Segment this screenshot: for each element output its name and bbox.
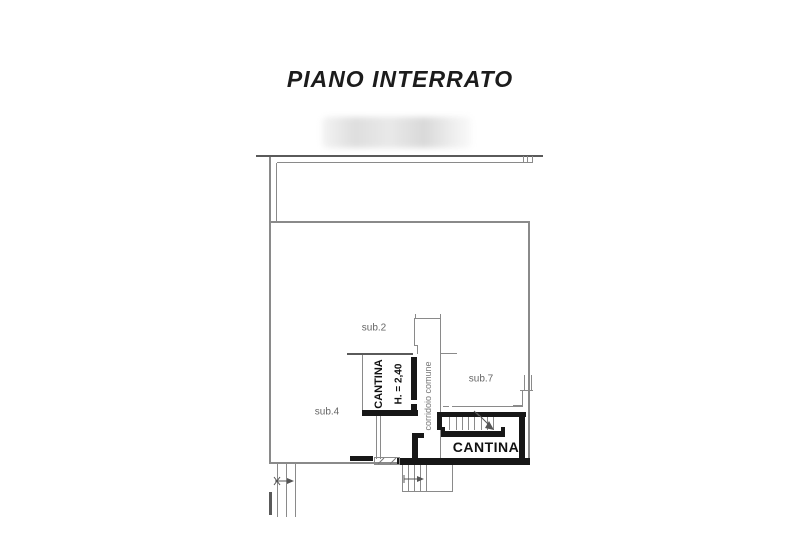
watermark-blur: [322, 117, 472, 148]
corridor-right-line: [440, 318, 441, 458]
cellar-left-stub: [437, 412, 442, 430]
bl-thick-segment: [269, 492, 272, 515]
stair-tread: [474, 417, 475, 430]
corridor-end-wall-hook: [418, 433, 424, 438]
upper-box-left: [523, 156, 524, 163]
bl-stair-line: [286, 464, 287, 517]
right-detail-htick2: [513, 405, 523, 406]
bottom-wall-segment: [350, 456, 373, 461]
stair-tread: [456, 417, 457, 430]
ext-stair-right: [452, 465, 453, 492]
stair-tread: [493, 417, 494, 430]
bl-stair-line: [277, 464, 278, 517]
label-storage-room: CANTINA: [373, 359, 385, 409]
stair-landing-bar: [441, 431, 505, 437]
storage-right-wall: [411, 357, 417, 416]
storage-top-wall: [347, 353, 413, 355]
plan-title: PIANO INTERRATO: [286, 66, 514, 92]
corridor-left-line-lower: [417, 345, 418, 354]
left-wall-upper-inner: [276, 163, 277, 221]
corridor-top-line: [415, 318, 441, 319]
label-sub2: sub.2: [361, 322, 387, 334]
cellar-right-wall: [519, 412, 525, 464]
right-detail-tick2: [531, 375, 532, 391]
cellar-top-wall: [437, 412, 526, 417]
ext-stair-left: [402, 465, 403, 492]
stair-tread: [462, 417, 463, 430]
threshold-detail: [374, 457, 400, 465]
corridor-top-tick-right: [440, 314, 441, 319]
partition-line-b: [452, 406, 523, 407]
label-cellar-room: CANTINA: [452, 439, 520, 455]
storage-left-line: [362, 355, 363, 415]
storage-lower-line1: [376, 416, 377, 459]
corridor-top-tick-left: [415, 314, 416, 319]
ext-stair-bottom: [402, 491, 453, 492]
stair-tread: [468, 417, 469, 430]
right-detail-vline: [522, 391, 523, 406]
upper-box-bottom: [523, 162, 533, 163]
cellar-bottom-wall: [397, 458, 530, 465]
right-detail-tick1: [524, 375, 525, 391]
ext-stair-tread: [414, 465, 415, 491]
storage-door-gap: [411, 400, 418, 404]
corridor-left-jog: [414, 345, 418, 346]
stair-landing-cap-right: [501, 427, 505, 437]
stair-landing-cap-left: [441, 427, 445, 437]
corridor-left-line: [414, 318, 415, 346]
label-sub7: sub.7: [468, 373, 494, 385]
upper-box-right: [532, 156, 533, 163]
partition-line-a: [443, 406, 449, 407]
label-sub4: sub.4: [314, 406, 340, 418]
stair-tread: [449, 417, 450, 430]
corridor-end-wall: [412, 433, 418, 462]
storage-bottom-wall: [362, 410, 418, 416]
label-corridor: corridoio comune: [423, 361, 433, 431]
ext-stair-boundary: [426, 465, 427, 491]
upper-box-divider: [527, 156, 528, 163]
ext-stair-tread: [408, 465, 409, 491]
upper-boundary-line: [256, 155, 543, 157]
right-detail-htick1: [520, 390, 533, 391]
bl-stair-line: [295, 464, 296, 517]
storage-lower-line2: [380, 416, 381, 459]
corridor-side-tick: [441, 353, 457, 354]
stair-tread: [481, 417, 482, 430]
left-wall-upper: [269, 157, 271, 221]
upper-inner-line: [277, 162, 523, 163]
label-storage-height: H. = 2,40: [393, 363, 405, 405]
